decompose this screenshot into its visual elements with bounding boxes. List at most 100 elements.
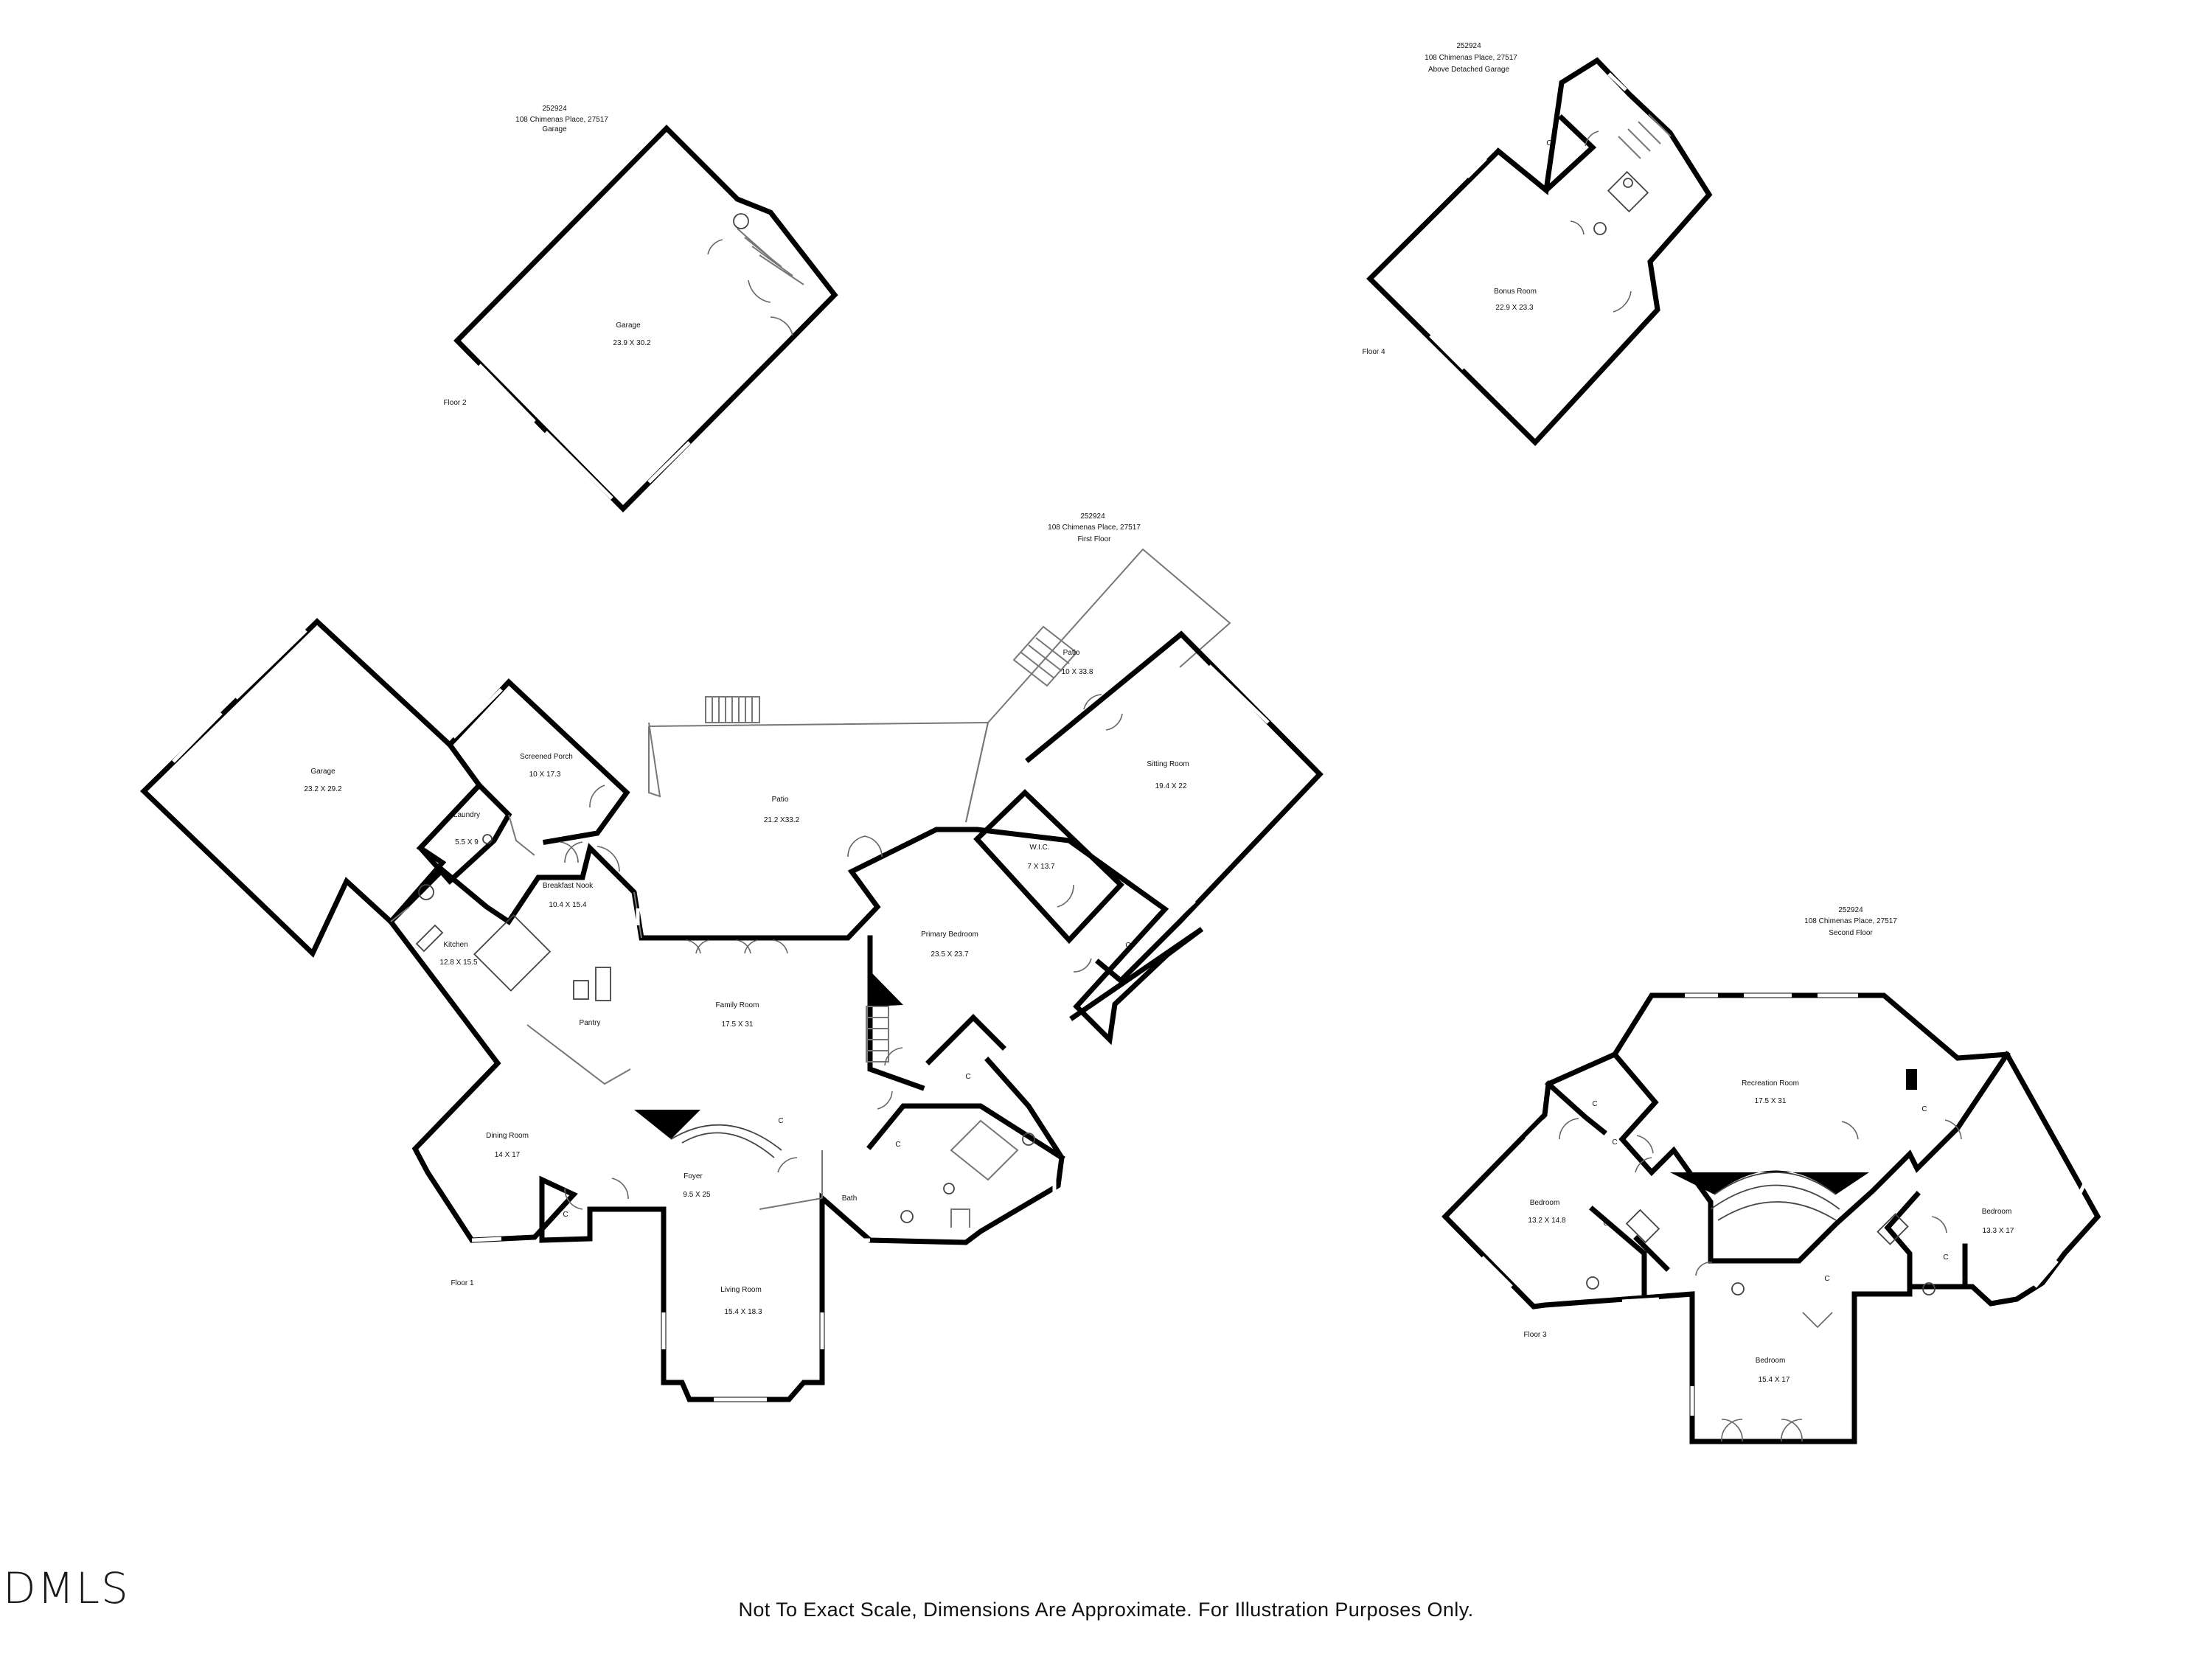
patio-side-size: 10 X 33.8 [1062,668,1093,676]
second-floor-curved-stair [1670,1170,1869,1194]
closet-label-4: C [895,1141,900,1149]
second-floor-id: 252924 [1838,906,1863,914]
wic-wall [973,789,1124,945]
patio-rear-outline [648,721,990,823]
above-garage-plan: 252924 108 Chimenas Place, 27517 Above D… [1362,42,1713,447]
ff-garage-size: 23.2 X 29.2 [304,785,342,793]
sitting-room-name: Sitting Room [1147,760,1189,768]
above-garage-address: 108 Chimenas Place, 27517 [1425,54,1517,62]
sf-closet-6: C [1824,1275,1829,1283]
living-room-size: 15.4 X 18.3 [724,1308,762,1316]
garage-plan-level: Garage [542,125,567,133]
floor-2-label: Floor 2 [443,399,467,407]
screened-porch-name: Screened Porch [520,753,573,761]
patio-side-outline [965,548,1231,823]
above-garage-stair [1618,114,1672,159]
garage-door-swing [707,239,793,336]
first-floor-level: First Floor [1078,535,1112,543]
foyer-name: Foyer [684,1172,703,1180]
kitchen-wall [387,827,1204,1046]
closet-label-5: C [1125,942,1130,950]
garage-room-size: 23.9 X 30.2 [613,339,651,347]
garage-room-name: Garage [616,321,641,330]
recreation-room-name: Recreation Room [1742,1079,1799,1088]
footer-disclaimer: Not To Exact Scale, Dimensions Are Appro… [738,1599,1474,1621]
floor-1-label: Floor 1 [451,1279,474,1287]
bedroom-south-size: 15.4 X 17 [1759,1376,1790,1384]
primary-bedroom-size: 23.5 X 23.7 [931,950,969,959]
bedroom-west-name: Bedroom [1530,1199,1560,1207]
second-floor-interior-walls [1545,1051,2011,1301]
above-garage-id: 252924 [1456,42,1481,50]
kitchen-name: Kitchen [443,941,467,949]
floor-3-label: Floor 3 [1523,1331,1547,1339]
breakfast-nook-name: Breakfast Nook [543,882,594,890]
first-floor-garage-wall [139,618,483,958]
second-floor-outer-wall [1441,992,2101,1444]
bath-label: Bath [842,1194,858,1203]
curved-staircase [634,1110,700,1139]
bedroom-south-name: Bedroom [1756,1357,1786,1365]
bonus-room-name: Bonus Room [1494,288,1537,296]
living-room-name: Living Room [720,1286,762,1294]
living-dining-wall [387,918,1065,1402]
closet-label-1: C [778,1117,783,1125]
bedroom-west-size: 13.2 X 14.8 [1528,1217,1566,1225]
foyer-size: 9.5 X 25 [683,1191,711,1199]
bath-wall [866,1014,1065,1161]
garage-plan-address: 108 Chimenas Place, 27517 [515,116,608,124]
second-floor-plan: 252924 108 Chimenas Place, 27517 Second … [1441,906,2101,1444]
bedroom-east-name: Bedroom [1982,1208,2012,1216]
laundry-wall [417,781,512,885]
garage-stair [737,228,804,285]
sf-closet-1: C [1592,1100,1597,1108]
patio-name: Patio [772,796,789,804]
patio-side-name: Patio [1063,649,1080,657]
screened-porch-size: 10 X 17.3 [529,771,561,779]
wic-name: W.I.C. [1029,844,1049,852]
above-garage-closet: C [1546,139,1551,147]
sf-closet-2: C [1921,1105,1927,1113]
patio-size: 21.2 X33.2 [764,816,800,824]
floor-4-label: Floor 4 [1362,348,1385,356]
ff-garage-name: Garage [310,768,335,776]
dmls-logo: DMLS [3,1563,130,1613]
family-room-name: Family Room [716,1001,759,1009]
stair-wall [867,935,925,1091]
second-floor-doors [1559,1118,1962,1442]
bonus-room-size: 22.9 X 23.3 [1495,304,1534,312]
garage-plan-id: 252924 [542,105,567,113]
bedroom-east-size: 13.3 X 17 [1983,1227,2014,1235]
first-floor-id: 252924 [1080,512,1105,521]
laundry-name: Laundry [453,811,480,819]
recreation-room-size: 17.5 X 31 [1755,1097,1787,1105]
above-garage-door-swing [1570,131,1632,313]
garage-plan: 252924 108 Chimenas Place, 27517 Garage … [443,105,838,512]
closet-label-3: C [965,1073,970,1081]
closet-label-2: C [563,1211,568,1219]
second-floor-level: Second Floor [1829,929,1873,937]
family-room-size: 17.5 X 31 [722,1020,754,1029]
above-garage-level: Above Detached Garage [1428,66,1510,74]
sf-closet-7: C [1962,1276,1967,1284]
dining-room-name: Dining Room [486,1132,529,1140]
breakfast-nook-size: 10.4 X 15.4 [549,901,587,909]
kitchen-size: 12.8 X 15.5 [439,959,478,967]
second-floor-address: 108 Chimenas Place, 27517 [1804,917,1897,925]
pantry-label: Pantry [580,1019,601,1027]
dining-room-size: 14 X 17 [495,1151,521,1159]
first-floor-doors [560,694,1123,1210]
sf-closet-5: C [1943,1253,1948,1262]
first-floor-address: 108 Chimenas Place, 27517 [1048,524,1141,532]
kitchen-island [473,914,552,992]
above-garage-outer-wall [1366,57,1713,447]
primary-bedroom-name: Primary Bedroom [921,931,978,939]
first-floor-plan: 252924 108 Chimenas Place, 27517 First F… [139,512,1324,1402]
sitting-room-wall [1025,630,1324,984]
sitting-room-size: 19.4 X 22 [1155,782,1187,790]
sf-closet-4: C [1603,1220,1608,1228]
wic-size: 7 X 13.7 [1027,863,1055,871]
laundry-size: 5.5 X 9 [455,838,479,846]
above-garage-closet-wall [1495,114,1597,194]
